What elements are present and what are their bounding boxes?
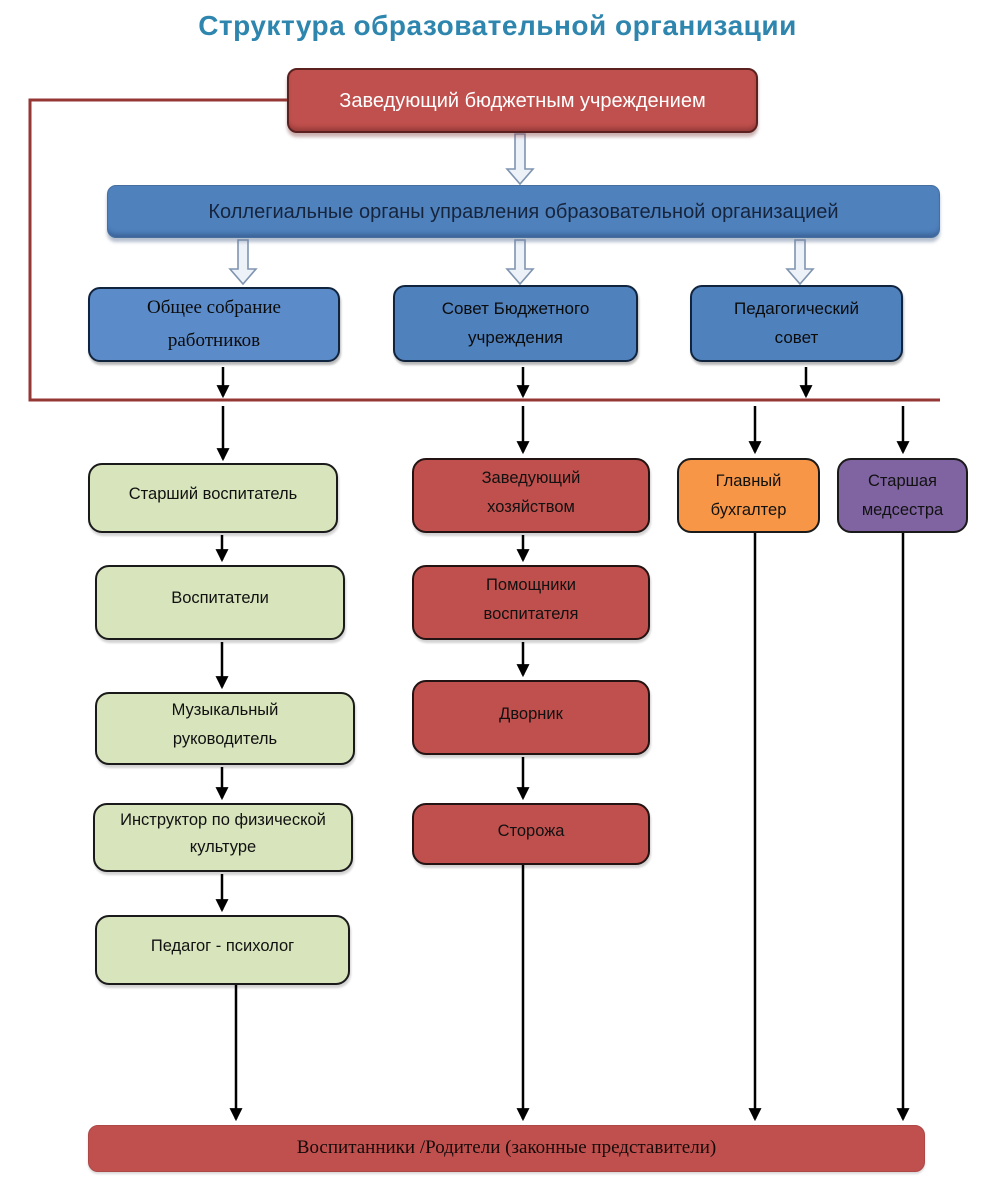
node-label: Главный бухгалтер [710,472,787,519]
node-label: Совет Бюджетного учреждения [441,298,590,347]
node-senior-educator: Старший воспитатель [88,463,338,533]
node-collegial-bodies: Коллегиальные органы управления образова… [107,185,940,238]
node-label: Педагогический совет [734,298,859,347]
node-label: Музыкальный руководитель [171,701,279,748]
node-label: Заведующий бюджетным учреждением [339,89,706,112]
node-label: Сторожа [497,821,565,840]
node-label: Заведующий хозяйством [481,469,581,516]
node-music-director: Музыкальный руководитель [95,692,355,765]
node-psychologist: Педагог - психолог [95,915,350,985]
node-head-of-institution: Заведующий бюджетным учреждением [287,68,758,133]
node-head-nurse: Старшая медсестра [837,458,968,533]
node-facility-manager: Заведующий хозяйством [412,458,650,533]
block-arrow-collegial-to-ped-council [785,239,815,286]
node-label: Педагог - психолог [150,936,295,955]
node-guards: Сторожа [412,803,650,865]
node-label: Коллегиальные органы управления образова… [208,200,839,223]
node-chief-accountant: Главный бухгалтер [677,458,820,533]
block-arrow-head-to-collegial [505,133,535,186]
node-label: Инструктор по физической культуре [120,811,326,856]
node-pedagogical-council: Педагогический совет [690,285,903,362]
flow-arrows [215,367,910,1122]
block-arrow-collegial-to-council [505,239,535,286]
node-label: Воспитатели [171,589,269,608]
page-title: Структура образовательной организации [198,10,797,41]
connector-maroon-loop [28,98,940,402]
node-children-parents: Воспитанники /Родители (законные предста… [88,1125,925,1172]
node-janitor: Дворник [412,680,650,755]
node-label: Воспитанники /Родители (законные предста… [296,1137,717,1159]
node-label: Общее собрание работников [147,297,281,351]
node-label: Старший воспитатель [128,484,298,503]
node-educators: Воспитатели [95,565,345,640]
node-label: Дворник [499,705,563,724]
node-general-assembly: Общее собрание работников [88,287,340,362]
node-budget-council: Совет Бюджетного учреждения [393,285,638,362]
node-assistant-educators: Помощники воспитателя [412,565,650,640]
node-label: Старшая медсестра [861,472,944,519]
block-arrows [228,133,815,286]
node-pe-instructor: Инструктор по физической культуре [93,803,353,872]
block-arrow-collegial-to-assembly [228,239,258,286]
node-label: Помощники воспитателя [483,576,579,623]
